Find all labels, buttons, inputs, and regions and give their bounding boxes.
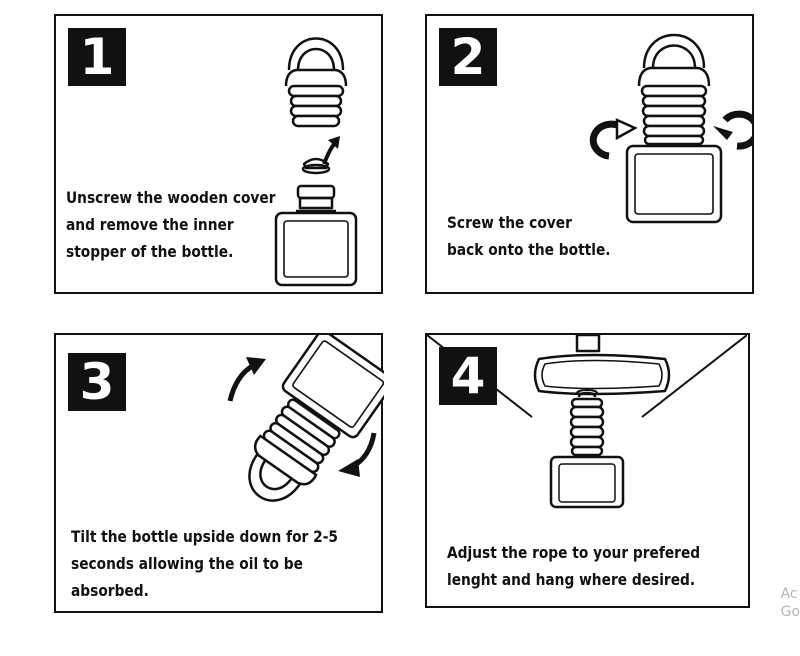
step-2-panel: 2 Screw the cover back onto the bottle. xyxy=(425,14,754,294)
step-2-instruction: Screw the cover back onto the bottle. xyxy=(447,209,611,263)
step-3-line-2: seconds allowing the oil to be xyxy=(71,554,303,573)
step-4-panel: 4 Adjust the rope to your prefered lengh… xyxy=(425,333,750,608)
step-3-panel: 3 Tilt the bottle upside down for 2-5 se… xyxy=(54,333,384,613)
tilt-bottle-illustration xyxy=(227,335,384,502)
step-3-line-1: Tilt the bottle upside down for 2-5 xyxy=(71,527,338,546)
step-number-4: 4 xyxy=(439,347,497,405)
hang-mirror-illustration xyxy=(427,335,747,509)
step-number-1: 1 xyxy=(68,28,126,86)
screw-cover-illustration xyxy=(589,33,752,224)
step-1-line-3: stopper of the bottle. xyxy=(66,242,234,261)
edge-text-line-1: Ac xyxy=(780,586,798,602)
step-4-instruction: Adjust the rope to your prefered lenght … xyxy=(447,539,700,593)
step-1-panel: 1 Unscrew the wooden cover and remove th… xyxy=(54,14,383,294)
step-number-3: 3 xyxy=(68,353,126,411)
step-2-line-1: Screw the cover xyxy=(447,213,572,232)
step-1-line-2: and remove the inner xyxy=(66,215,234,234)
step-3-line-3: absorbed. xyxy=(71,581,149,600)
cropped-edge-text: Ac Go xyxy=(781,585,800,621)
edge-text-line-2: Go xyxy=(780,604,800,620)
step-4-line-2: lenght and hang where desired. xyxy=(447,570,696,589)
unscrew-cover-illustration xyxy=(274,37,358,287)
step-1-line-1: Unscrew the wooden cover xyxy=(66,188,276,207)
step-1-instruction: Unscrew the wooden cover and remove the … xyxy=(66,184,276,265)
step-3-instruction: Tilt the bottle upside down for 2-5 seco… xyxy=(71,523,338,604)
step-number-2: 2 xyxy=(439,28,497,86)
step-2-line-2: back onto the bottle. xyxy=(447,240,611,259)
step-4-line-1: Adjust the rope to your prefered xyxy=(447,543,701,562)
